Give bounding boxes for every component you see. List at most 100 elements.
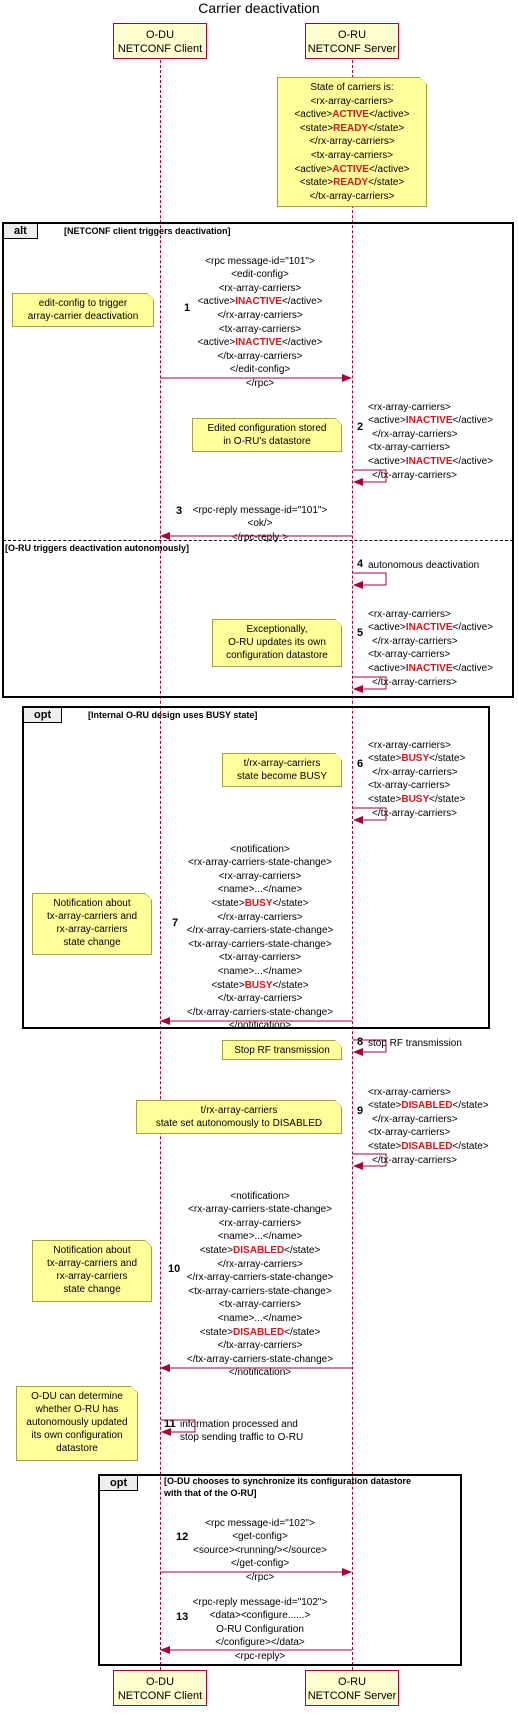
msg-line: <rpc-reply>	[234, 1650, 286, 1662]
step6-message: <rx-array-carriers><state>BUSY</state></…	[368, 725, 465, 834]
value-text: ACTIVE	[332, 163, 369, 175]
step3-message: <rpc-reply message-id="101"><ok/></rpc-r…	[170, 490, 350, 558]
msg-line: </rpc>	[245, 1571, 275, 1583]
value-text: DISABLED	[233, 1244, 285, 1256]
tag-text: </state>	[429, 753, 466, 765]
msg-line: <rx-array-carriers>	[218, 282, 302, 294]
alt-frame	[2, 222, 514, 698]
step11-number: 11	[164, 1418, 176, 1430]
step1-message: <rpc message-id="101"><edit-config><rx-a…	[170, 241, 350, 404]
opt-busy-frame	[22, 706, 490, 1029]
tag-text: <state>	[368, 1140, 402, 1152]
msg-line: </configure></data>	[215, 1637, 305, 1649]
note-line: Edited configuration stored	[207, 423, 327, 434]
msg-line: <rpc message-id="101">	[205, 255, 315, 267]
msg-line: <data><configure......>	[209, 1610, 311, 1622]
note-line: State of carriers is:	[310, 82, 394, 93]
value-text: BUSY	[244, 897, 273, 909]
msg-line: <notification>	[230, 1190, 290, 1202]
tag-text: </state>	[368, 122, 405, 134]
msg-line: </rx-array-carriers-state-change>	[186, 1272, 334, 1284]
participant-odu-top: O-DU NETCONF Client	[113, 23, 207, 59]
participant-name: O-RU	[337, 1676, 367, 1688]
note-line: t/rx-array-carriers	[200, 1105, 278, 1116]
msg-line: </edit-config>	[229, 364, 291, 376]
msg-line: <rx-array-carriers>	[368, 1086, 451, 1098]
note-line: edit-config to trigger	[38, 298, 128, 309]
tag-text: <state>	[211, 897, 245, 909]
step11-arrow	[161, 1419, 196, 1436]
note-line: <state>READY</state>	[282, 176, 422, 190]
participant-role: NETCONF Server	[307, 43, 397, 55]
step9-note: t/rx-array-carriers state set autonomous…	[136, 1100, 342, 1134]
msg-line: <tx-array-carriers>	[218, 1299, 302, 1311]
msg-line: </rpc-reply >	[231, 531, 289, 543]
note-line: Notification about	[53, 898, 131, 909]
tag-text: </active>	[281, 296, 323, 308]
value-text: DISABLED	[233, 1326, 285, 1338]
step6-arrow	[353, 807, 387, 824]
msg-line: <source><running/></source>	[193, 1544, 327, 1556]
step9-message: <rx-array-carriers> <state> DISABLED</stat…	[368, 1072, 489, 1181]
alt-tag: alt	[4, 224, 38, 239]
msg-line: <rx-array-carriers>	[218, 870, 302, 882]
note-line: state change	[63, 937, 121, 948]
tag-text: <state>	[368, 753, 402, 765]
step5-message: <rx-array-carriers><active>INACTIVE</act…	[368, 594, 493, 703]
participant-name: O-DU	[145, 29, 175, 41]
msg-line: <name>...</name>	[217, 1312, 303, 1324]
msg-line: </rx-array-carriers>	[217, 911, 303, 923]
msg-line: <rpc message-id="102">	[205, 1517, 315, 1529]
note-line: </rx-array-carriers>	[309, 136, 395, 148]
msg-line: </rx-array-carriers-state-change>	[186, 925, 334, 937]
msg-line: <tx-array-carriers>	[368, 442, 451, 454]
msg-line: <state>BUSY</state>	[368, 752, 465, 766]
opt-sync-guard-2: with that of the O-RU]	[164, 1488, 257, 1498]
step7-note: Notification about tx-array-carriers and…	[32, 893, 152, 955]
tag-text: </active>	[452, 455, 494, 467]
msg-line: <tx-array-carriers>	[368, 1127, 451, 1139]
note-line: Stop RF transmission	[234, 1045, 330, 1056]
msg-line: <name>...</name>	[217, 965, 303, 977]
note-line: datastore	[56, 1443, 98, 1454]
step12-number: 12	[176, 1531, 189, 1543]
msg-line: <rx-array-carriers>	[368, 608, 451, 620]
msg-line: </tx-array-carriers>	[217, 350, 303, 362]
msg-line: </tx-array-carriers>	[372, 469, 458, 481]
tag-text: <state>	[211, 979, 245, 991]
msg-line: <rpc-reply message-id="101">	[192, 504, 328, 516]
note-line: O-DU can determine	[31, 1391, 123, 1402]
participant-name: O-RU	[337, 29, 367, 41]
diagram-title: Carrier deactivation	[198, 0, 320, 16]
alt-guard-1: [NETCONF client triggers deactivation]	[64, 226, 231, 236]
msg-line: <active>INACTIVE</active>	[368, 621, 493, 635]
value-text: DISABLED	[401, 1100, 453, 1112]
msg-line: </tx-array-carriers>	[217, 993, 303, 1005]
note-line: whether O-RU has	[35, 1404, 119, 1415]
value-text: INACTIVE	[405, 662, 453, 674]
step2-arrow	[353, 469, 387, 486]
step3-number: 3	[176, 505, 183, 517]
note-line: state become BUSY	[236, 771, 328, 782]
note-line: <state>READY</state>	[282, 122, 422, 136]
step6-number: 6	[357, 758, 364, 770]
tag-text: <state>	[368, 793, 402, 805]
tag-text: <active>	[368, 622, 406, 634]
odu-lifeline	[160, 60, 161, 1670]
msg-line: </rx-array-carriers>	[217, 1258, 303, 1270]
tag-text: </state>	[452, 1100, 489, 1112]
step9-number: 9	[357, 1105, 364, 1117]
oru-lifeline	[352, 60, 353, 1670]
value-text: READY	[333, 177, 369, 189]
msg-line: <name>...</name>	[217, 1231, 303, 1243]
step10-message: <notification><rx-array-carriers-state-c…	[170, 1176, 350, 1394]
msg-line: <rx-array-carriers>	[368, 401, 451, 413]
msg-line: <rx-array-carriers-state-change>	[188, 857, 332, 869]
tag-text: <state>	[299, 177, 334, 189]
step5-number: 5	[357, 627, 364, 639]
msg-line: </notification>	[228, 1020, 292, 1032]
step10-number: 10	[168, 1263, 181, 1275]
msg-line: <active>INACTIVE</active>	[170, 336, 350, 350]
msg-line: <tx-array-carriers>	[368, 649, 451, 661]
